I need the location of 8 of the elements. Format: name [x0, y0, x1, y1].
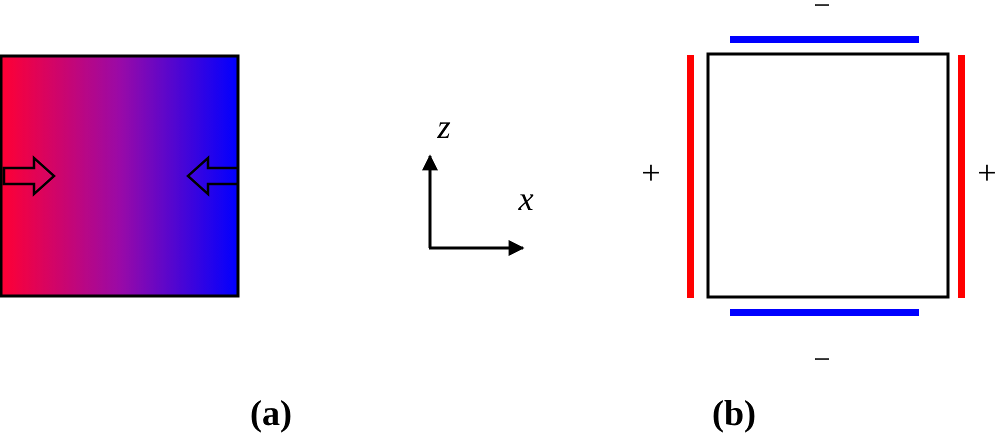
axis-label: z: [437, 111, 451, 145]
axis-label: x: [518, 183, 534, 217]
sign-label: −: [814, 345, 830, 375]
sign-label: +: [641, 157, 661, 191]
sign-label: +: [977, 157, 997, 191]
panel-label: (a): [250, 395, 292, 431]
panel-label: (b): [712, 395, 756, 431]
sign-label: −: [814, 0, 830, 21]
